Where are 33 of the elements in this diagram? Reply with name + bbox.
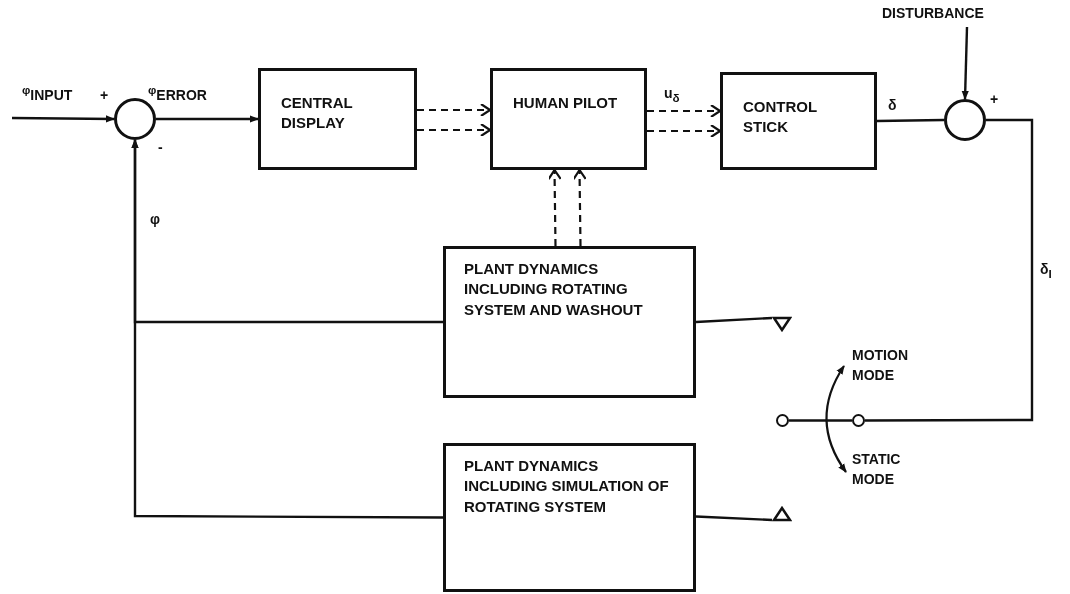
signal-line: [865, 118, 1034, 422]
block-box: [490, 68, 647, 170]
switch-terminal: [852, 414, 865, 427]
arrow: [547, 168, 562, 246]
signal-label: δ$_{I}$: [1040, 262, 1052, 281]
input-text: DISTURBANCE: [882, 5, 1052, 27]
block-label: CENTRAL DISPLAY: [281, 93, 354, 134]
arrow: [417, 102, 492, 118]
arrow: [417, 122, 492, 138]
block-box: [258, 68, 417, 170]
block-label: HUMAN PILOT: [513, 93, 618, 113]
switch-terminal: [776, 414, 789, 427]
contact-triangle: [772, 316, 792, 332]
contact-triangle: [772, 506, 792, 522]
block-label: PLANT DYNAMICS INCLUDING ROTATING SYSTEM AND WASHOUT: [464, 259, 644, 320]
block-label: PLANT DYNAMICS INCLUDING SIMULATION OF ROTATING SYSTEM: [464, 456, 670, 517]
signal-line: [695, 316, 773, 324]
signal-line: [877, 118, 944, 123]
arrow: [961, 26, 969, 100]
arrow: [572, 168, 587, 246]
arrow: [647, 103, 722, 119]
block-label: CONTROL STICK: [743, 97, 818, 138]
signal-line: [789, 419, 852, 422]
summing-junction: [944, 99, 986, 141]
block-box: [720, 72, 877, 170]
arrow: [156, 115, 259, 123]
block-box: [443, 443, 696, 592]
arrow: [12, 115, 115, 123]
signal-line: [695, 515, 773, 522]
arrow: [647, 123, 722, 139]
block-box: [443, 246, 696, 398]
arrow: [131, 139, 443, 519]
summing-junction: [114, 98, 156, 140]
